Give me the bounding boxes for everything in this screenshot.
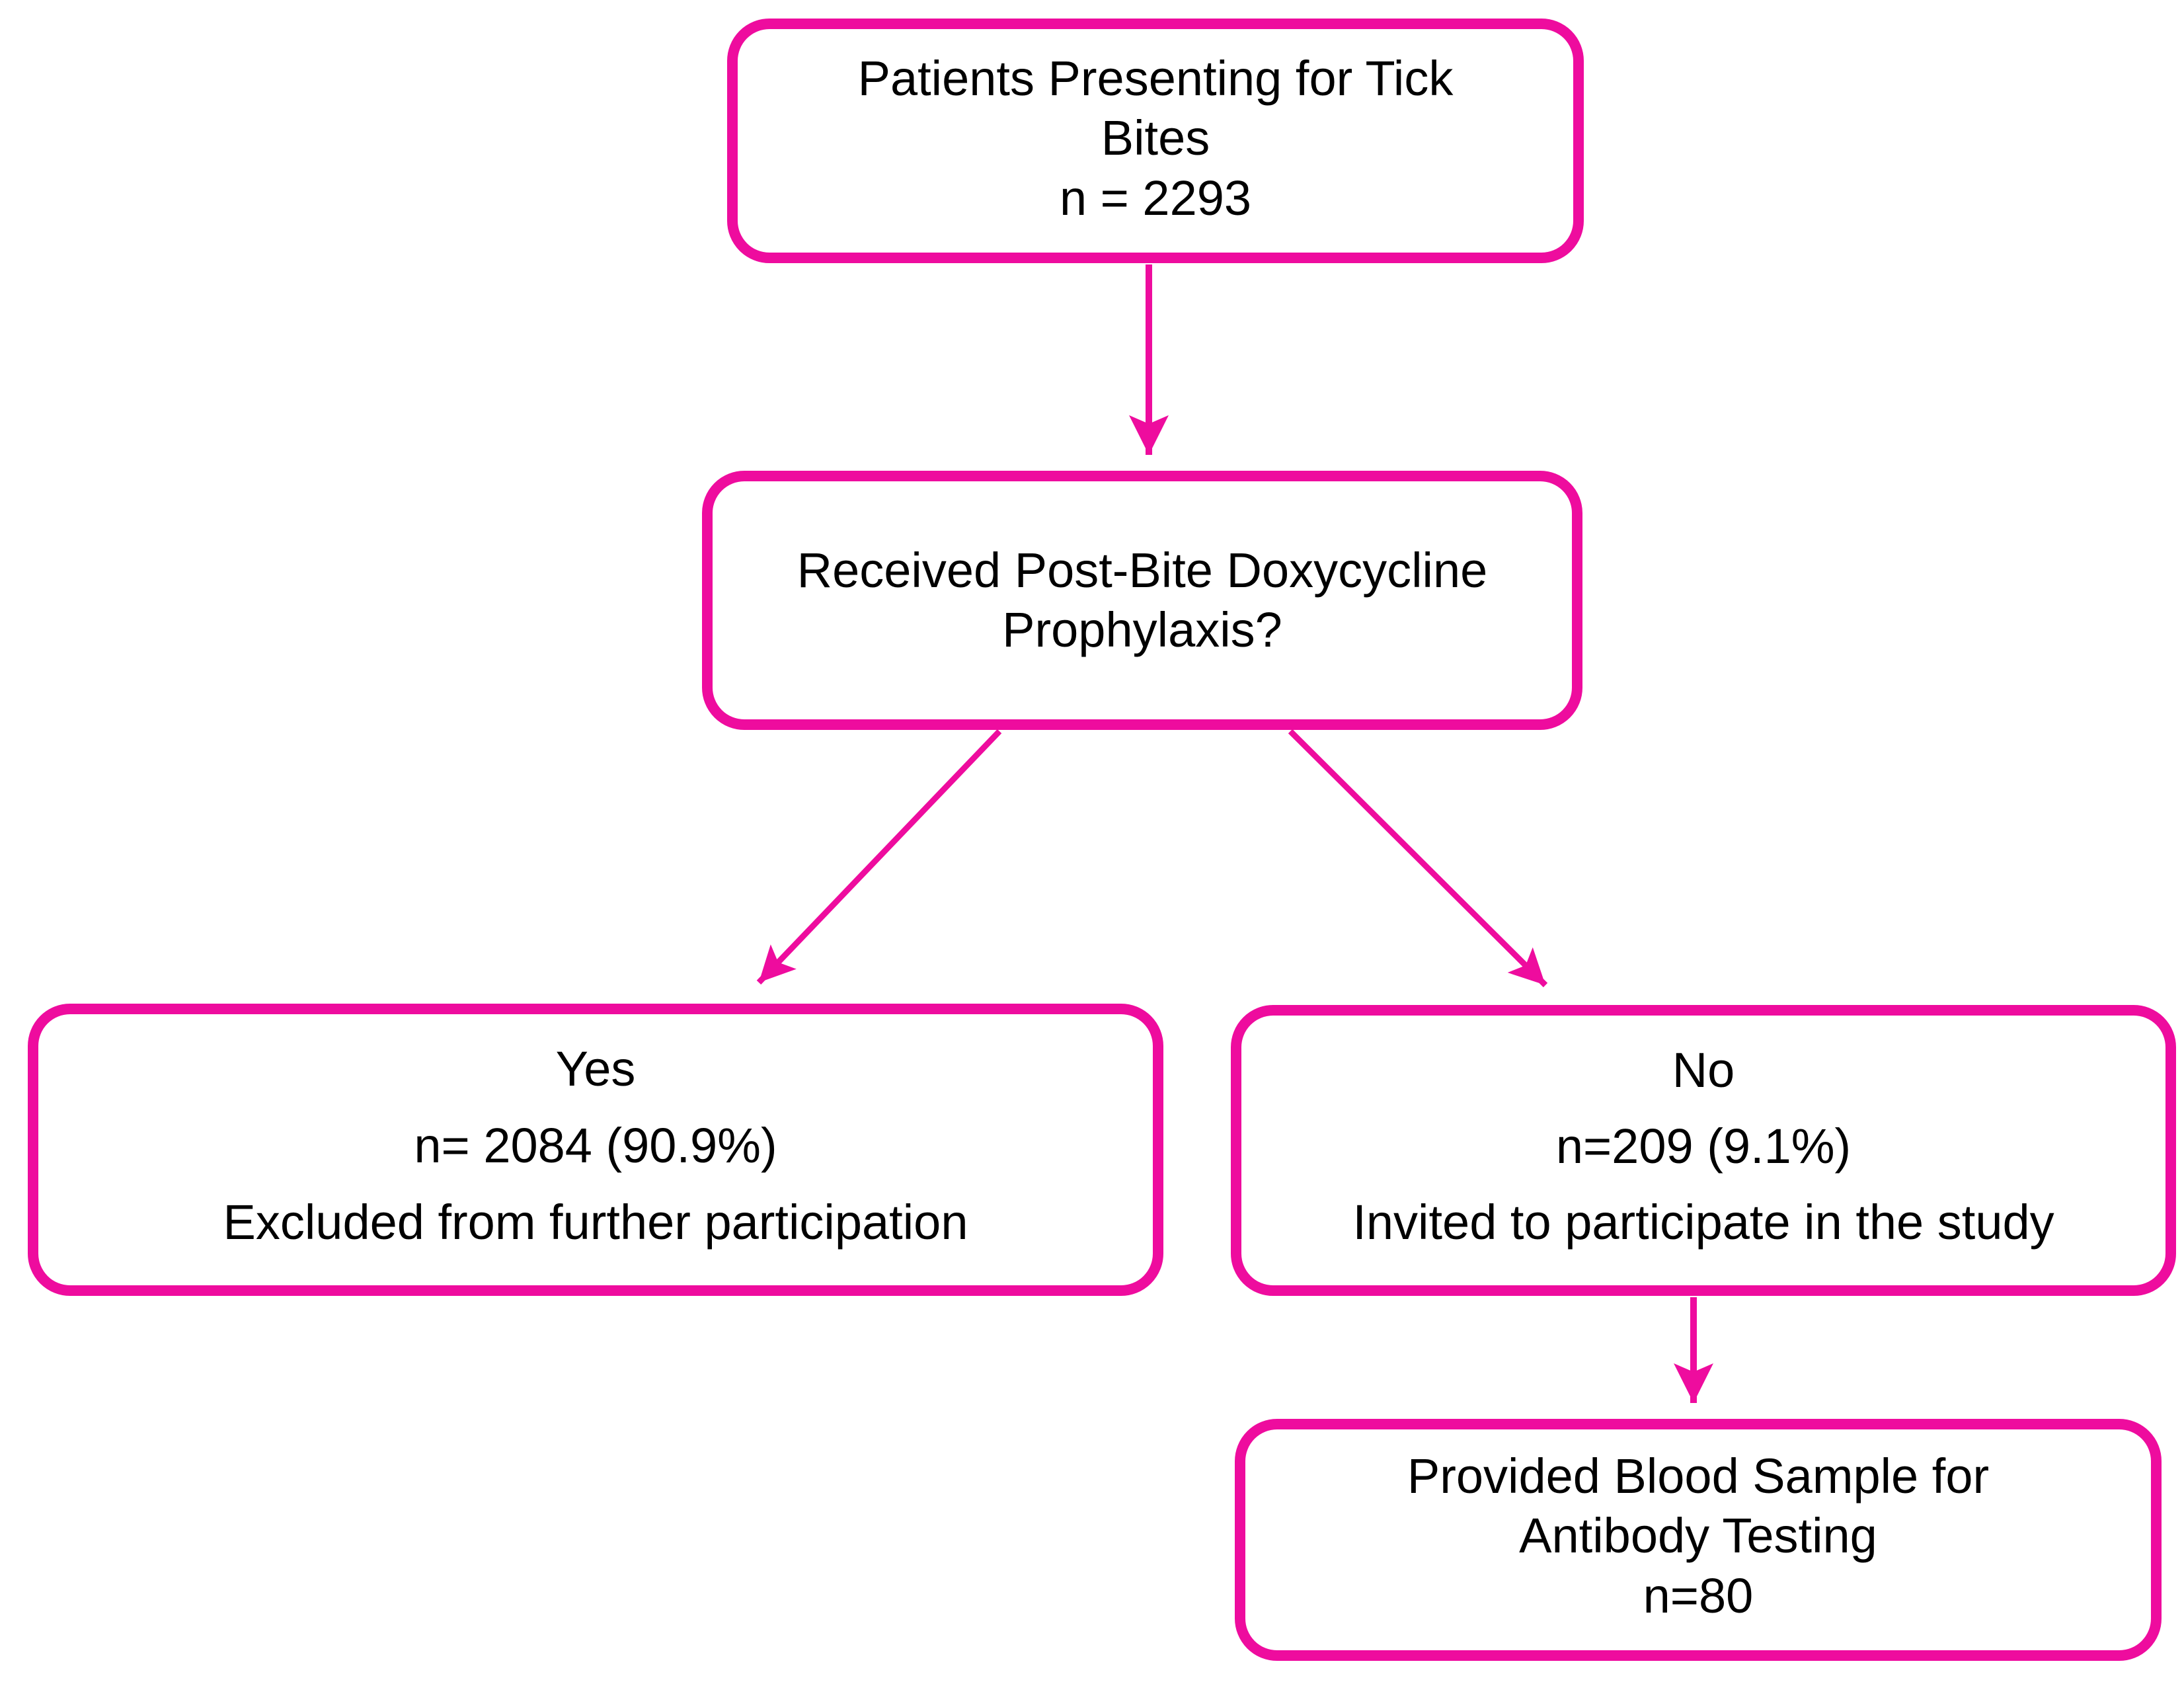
title-line: Patients Presenting for Tick: [857, 51, 1454, 106]
title-line: Provided Blood Sample for: [1407, 1449, 1990, 1503]
node-no-branch: No n=209 (9.1%) Invited to participate i…: [1231, 1005, 2176, 1296]
node-title: Received Post-Bite Doxycycline Prophylax…: [797, 541, 1488, 661]
node-title: Patients Presenting for Tick Bites: [858, 49, 1454, 169]
node-title: Provided Blood Sample for Antibody Testi…: [1407, 1447, 1989, 1566]
node-count: n=80: [1643, 1568, 1754, 1623]
node-note: Invited to participate in the study: [1352, 1194, 2054, 1250]
node-note: Excluded from further participation: [223, 1194, 968, 1250]
node-count: n= 2084 (90.9%): [414, 1117, 777, 1173]
node-blood-sample: Provided Blood Sample for Antibody Testi…: [1235, 1419, 2162, 1661]
node-count: n = 2293: [1059, 170, 1252, 225]
node-patients-presenting: Patients Presenting for Tick Bites n = 2…: [727, 19, 1584, 263]
branch-label: Yes: [555, 1041, 636, 1096]
title-line: Received Post-Bite Doxycycline: [797, 542, 1488, 598]
title-line: Bites: [1101, 110, 1210, 166]
node-yes-branch: Yes n= 2084 (90.9%) Excluded from furthe…: [28, 1004, 1163, 1296]
node-count: n=209 (9.1%): [1555, 1118, 1852, 1174]
arrow-question-to-yes: [756, 729, 1002, 985]
title-line: Prophylaxis?: [1002, 602, 1282, 657]
title-line: Antibody Testing: [1519, 1508, 1877, 1564]
branch-label: No: [1672, 1043, 1735, 1098]
node-prophylaxis-question: Received Post-Bite Doxycycline Prophylax…: [702, 471, 1582, 730]
arrow-question-to-no: [1288, 729, 1548, 988]
